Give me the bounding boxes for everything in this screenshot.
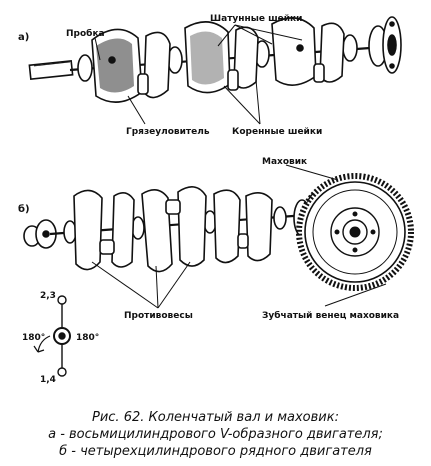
flywheel-drawing (296, 173, 414, 291)
crankshaft-figure: а) Пробка Шатунные шейки Грязеуловитель … (18, 14, 414, 385)
flywheel-label: Маховик (262, 157, 307, 167)
ring-gear-label: Зубчатый венец маховика (262, 310, 399, 321)
figure-caption-a: а - восьмицилиндрового V-образного двига… (48, 427, 383, 442)
v8-crankshaft-drawing (28, 16, 402, 103)
panel-a-tag: а) (18, 32, 29, 43)
panel-b-leaders (91, 164, 387, 309)
main-journals-label: Коренные шейки (232, 127, 322, 137)
scheme-bottom-label: 1,4 (40, 375, 56, 385)
figure-caption-title: Рис. 62. Коленчатый вал и маховик: (92, 410, 339, 425)
plug-label: Пробка (66, 28, 105, 39)
scheme-top-label: 2,3 (40, 291, 56, 301)
i4-crankshaft-drawing (23, 186, 323, 273)
dirt-trap-label: Грязеуловитель (126, 127, 210, 137)
scheme-right-angle: 180° (76, 333, 99, 343)
crank-phase-scheme (33, 295, 71, 377)
rod-journals-label: Шатунные шейки (210, 14, 302, 24)
panel-a-leaders (94, 24, 303, 125)
counterweights-label: Противовесы (124, 311, 193, 321)
panel-b-tag: б) (18, 203, 30, 215)
figure-caption-b: б - четырехцилиндрового рядного двигател… (59, 444, 372, 459)
scheme-left-angle: 180° (22, 333, 45, 343)
